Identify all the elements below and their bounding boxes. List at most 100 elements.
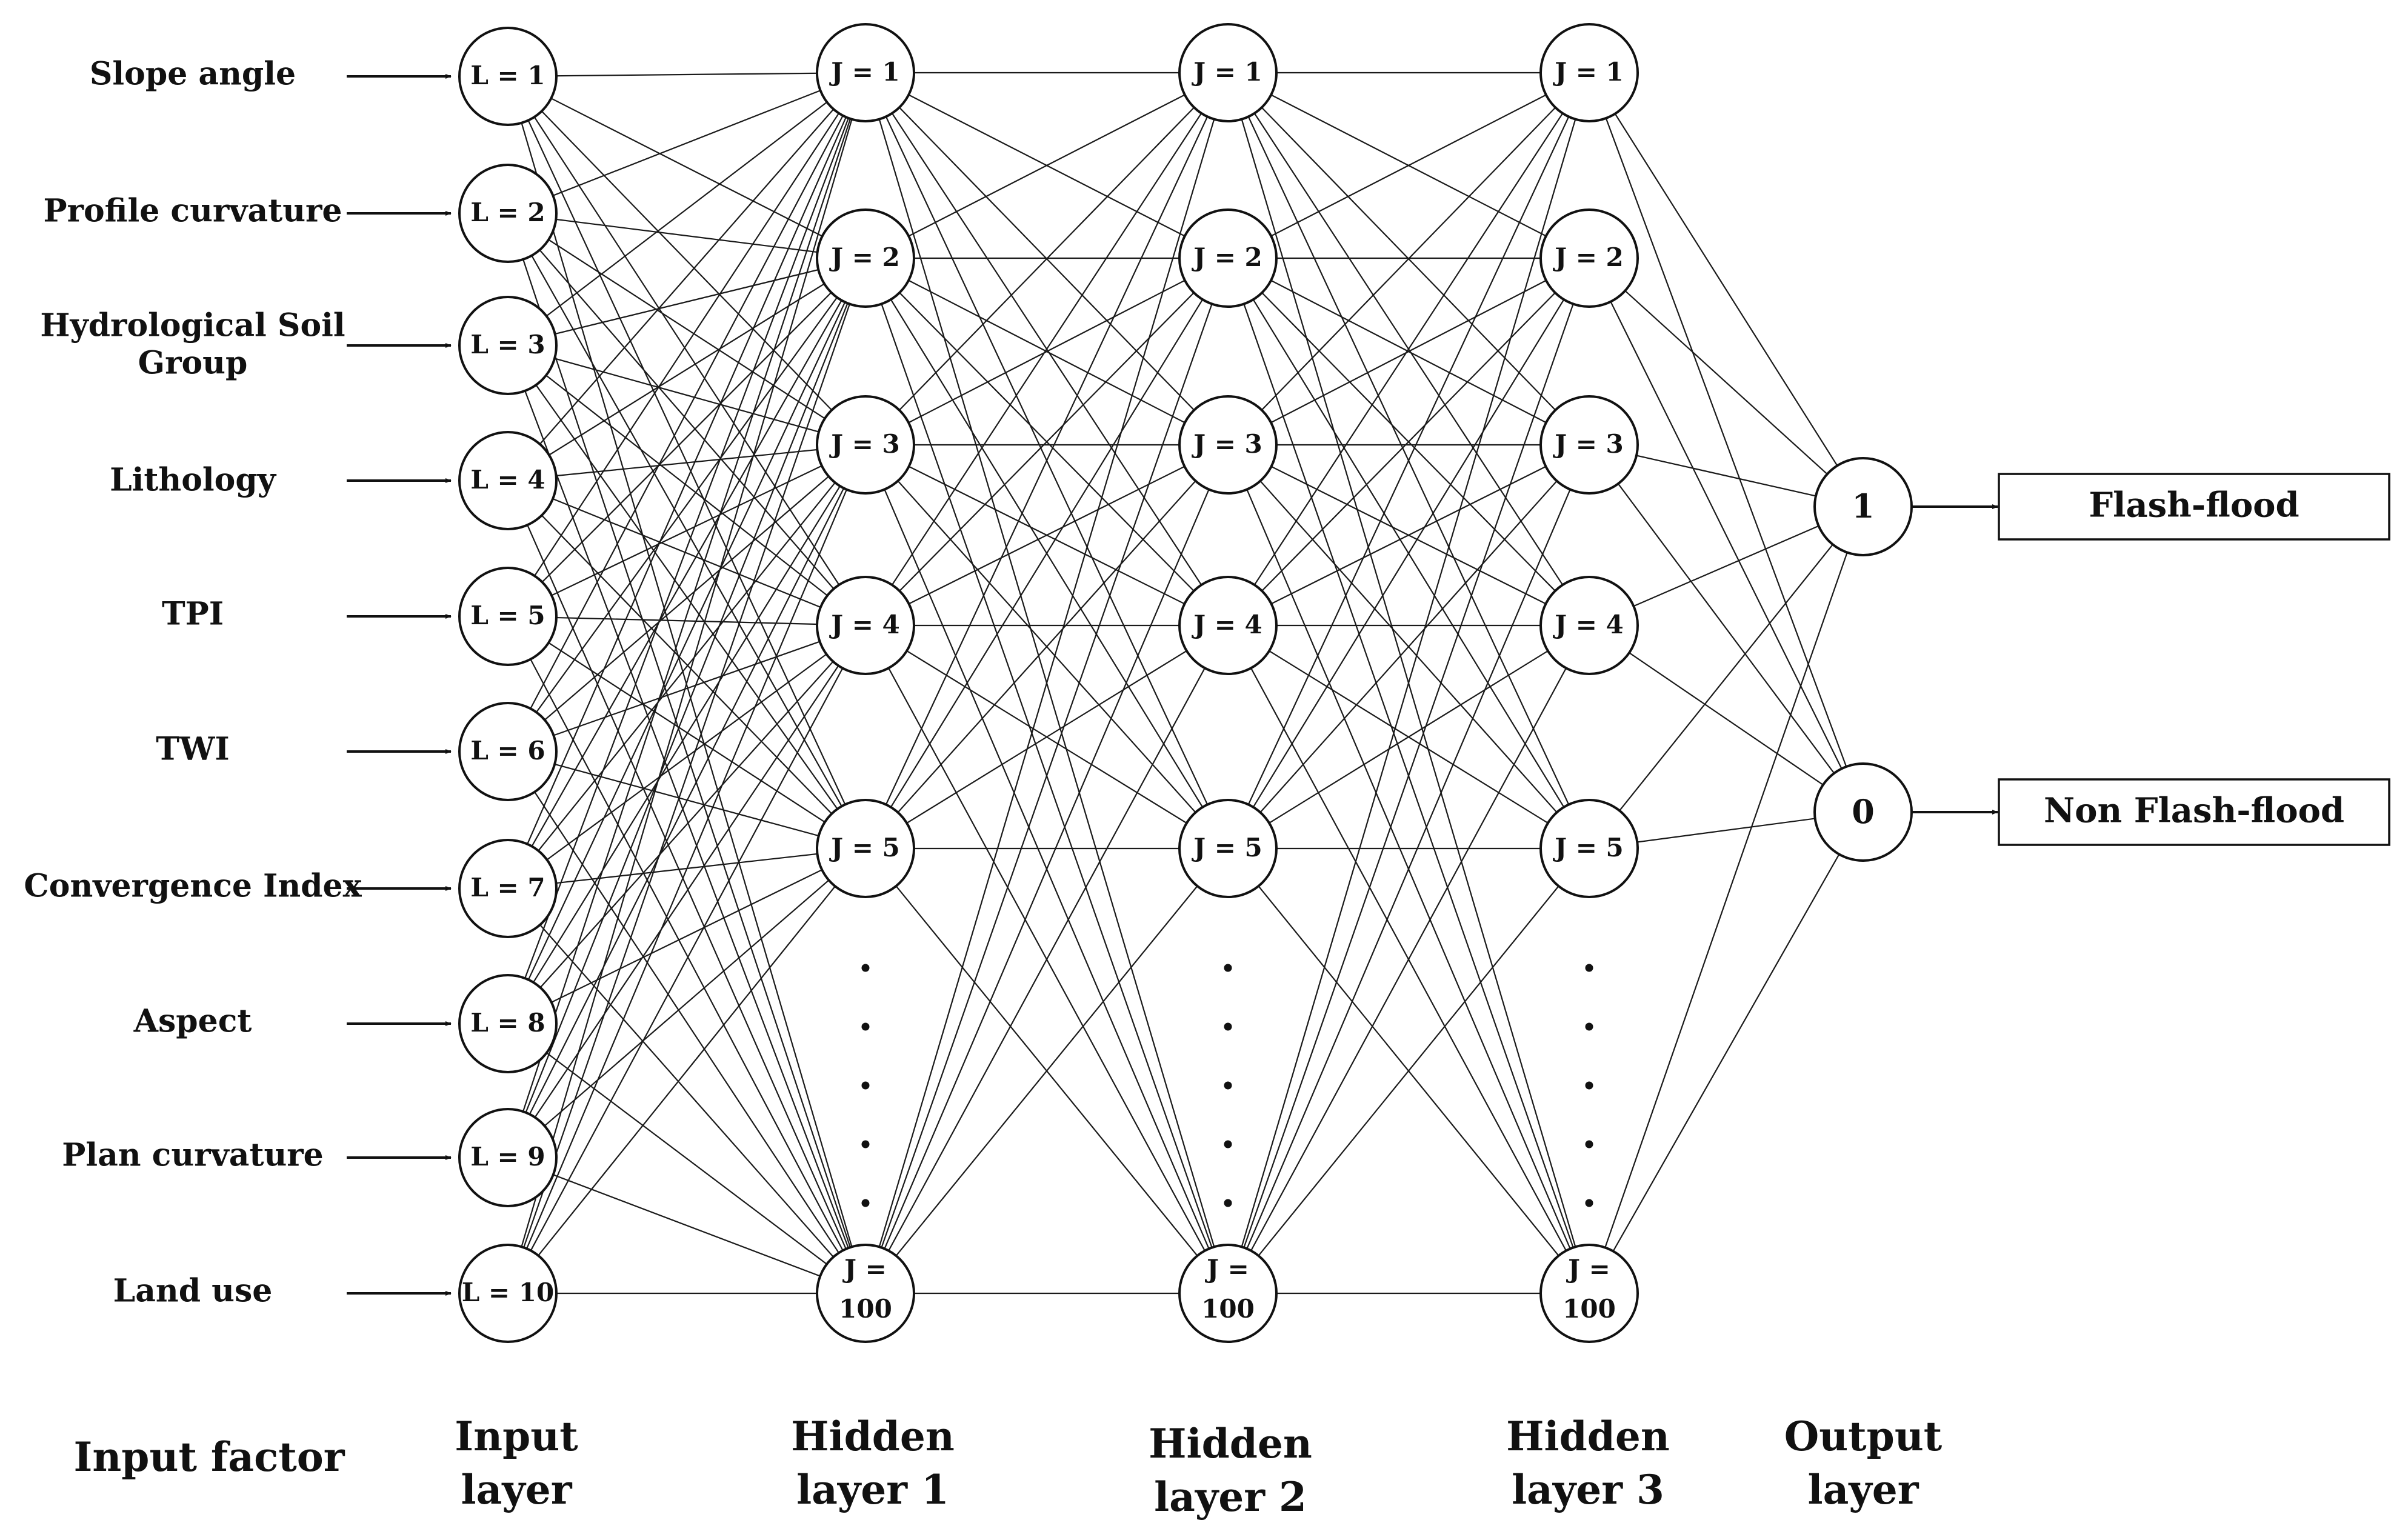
edge-line	[507, 258, 866, 889]
edge-line	[507, 72, 867, 1158]
caption-input-factor: Input factor	[73, 1433, 345, 1481]
hidden-node-label-line: 100	[839, 1294, 892, 1324]
hidden-node	[816, 208, 915, 308]
edge-line	[507, 258, 866, 752]
caption-output-layer-line: Output	[1784, 1413, 1943, 1460]
input-node-label-line: L = 6	[470, 736, 545, 765]
ellipsis-dot	[861, 964, 870, 972]
edge-line	[1227, 444, 1590, 626]
input-node	[458, 27, 558, 126]
edge-line	[507, 444, 866, 482]
input-factor-label-line: Lithology	[110, 462, 277, 499]
hidden-node-label: J = 1	[1552, 57, 1624, 87]
output-node	[1813, 762, 1913, 862]
hidden-node-label-line: J = 4	[829, 610, 900, 639]
edge-line	[507, 616, 866, 849]
ellipsis-dot	[861, 1199, 870, 1207]
edge-line	[1589, 625, 1864, 813]
input-node-label: L = 6	[470, 736, 545, 765]
output-class-box	[1998, 778, 2390, 846]
ellipsis-dot	[1224, 1199, 1232, 1207]
hidden-node-label: J = 3	[1191, 429, 1262, 459]
edge-line	[1589, 505, 1864, 627]
input-factor-label: Slope angle	[90, 56, 296, 93]
input-node	[458, 431, 558, 530]
edge-line	[507, 615, 866, 627]
edge-line	[507, 72, 866, 346]
input-factor-label-line: Aspect	[133, 1003, 252, 1040]
edge-line	[1227, 625, 1590, 1294]
input-node-label: L = 3	[470, 330, 545, 359]
ellipsis-dot	[861, 1081, 870, 1090]
edge-line	[507, 213, 866, 445]
hidden-node-label-line: J = 3	[1552, 429, 1624, 459]
edge-line	[865, 444, 1229, 849]
hidden-node-label: J =100	[1201, 1254, 1255, 1324]
edge-line	[507, 258, 866, 1024]
hidden-node-label-line: J =	[842, 1254, 887, 1284]
ellipsis-dot	[1585, 1140, 1593, 1148]
edge-line	[507, 76, 866, 445]
input-node-label: L = 4	[470, 465, 545, 495]
edge-line	[507, 213, 867, 1294]
input-node-label-line: L = 8	[470, 1008, 545, 1038]
edge-line	[507, 212, 866, 259]
edge-line	[864, 72, 1229, 1294]
input-arrows	[347, 74, 1998, 1296]
output-class-box	[1998, 473, 2390, 541]
hidden-node	[1539, 208, 1639, 308]
hidden-node-label-line: J = 2	[1552, 242, 1624, 272]
input-factor-label-line: Profile curvature	[43, 193, 342, 230]
edge-line	[1227, 444, 1590, 849]
edge-line	[1227, 72, 1590, 259]
edge-line	[865, 625, 1229, 1294]
edge-line	[507, 1156, 866, 1295]
input-node	[458, 839, 558, 938]
edge-line	[1227, 72, 1590, 1294]
ellipsis-dot	[1224, 964, 1232, 972]
edge-line	[1589, 444, 1864, 813]
edge-line	[507, 616, 866, 1294]
hidden-node-label-line: J = 2	[829, 242, 900, 272]
edge-line	[1227, 848, 1590, 1294]
edge-line	[1227, 258, 1590, 445]
edge-line	[507, 625, 866, 1294]
ellipsis-dot	[1585, 1081, 1593, 1090]
edge-line	[507, 444, 866, 1158]
edge-line	[865, 444, 1229, 626]
caption-input-layer-line: Input	[455, 1413, 578, 1460]
hidden-node-label-line: J = 5	[1191, 833, 1262, 862]
output-node-label-line: 1	[1852, 487, 1875, 525]
caption-input-factor-line: Input factor	[73, 1433, 345, 1481]
hidden-node-label: J = 4	[829, 610, 900, 639]
edge-line	[507, 479, 866, 627]
edge-line	[507, 258, 866, 481]
edge-line	[1588, 506, 1864, 1294]
hidden-node-label-line: 100	[1201, 1294, 1255, 1324]
edge-line	[865, 72, 1229, 849]
hidden-node	[816, 799, 915, 898]
caption-hidden-layer-3-line: Hidden	[1506, 1413, 1670, 1460]
edge-line	[507, 257, 866, 347]
hidden-node	[1178, 576, 1278, 675]
edge-line	[507, 444, 866, 889]
input-node-label-line: L = 4	[470, 465, 545, 495]
output-class-label-line: Flash-flood	[2089, 485, 2299, 525]
edge-line	[507, 72, 867, 1024]
hidden-node-label: J = 1	[1191, 57, 1262, 87]
hidden-node-label: J = 5	[829, 833, 900, 862]
edge-line	[1589, 506, 1864, 849]
edge-line	[1227, 258, 1590, 1294]
hidden-node-label: J = 3	[1552, 429, 1624, 459]
output-class-label: Non Flash-flood	[2044, 791, 2344, 831]
hidden-node-label-line: J = 5	[1552, 833, 1624, 862]
input-node-label-line: L = 2	[470, 198, 545, 227]
edge-line	[507, 751, 866, 1294]
input-node-label-line: L = 3	[470, 330, 545, 359]
ellipsis-dot	[861, 1140, 870, 1148]
edge-line	[507, 344, 866, 446]
